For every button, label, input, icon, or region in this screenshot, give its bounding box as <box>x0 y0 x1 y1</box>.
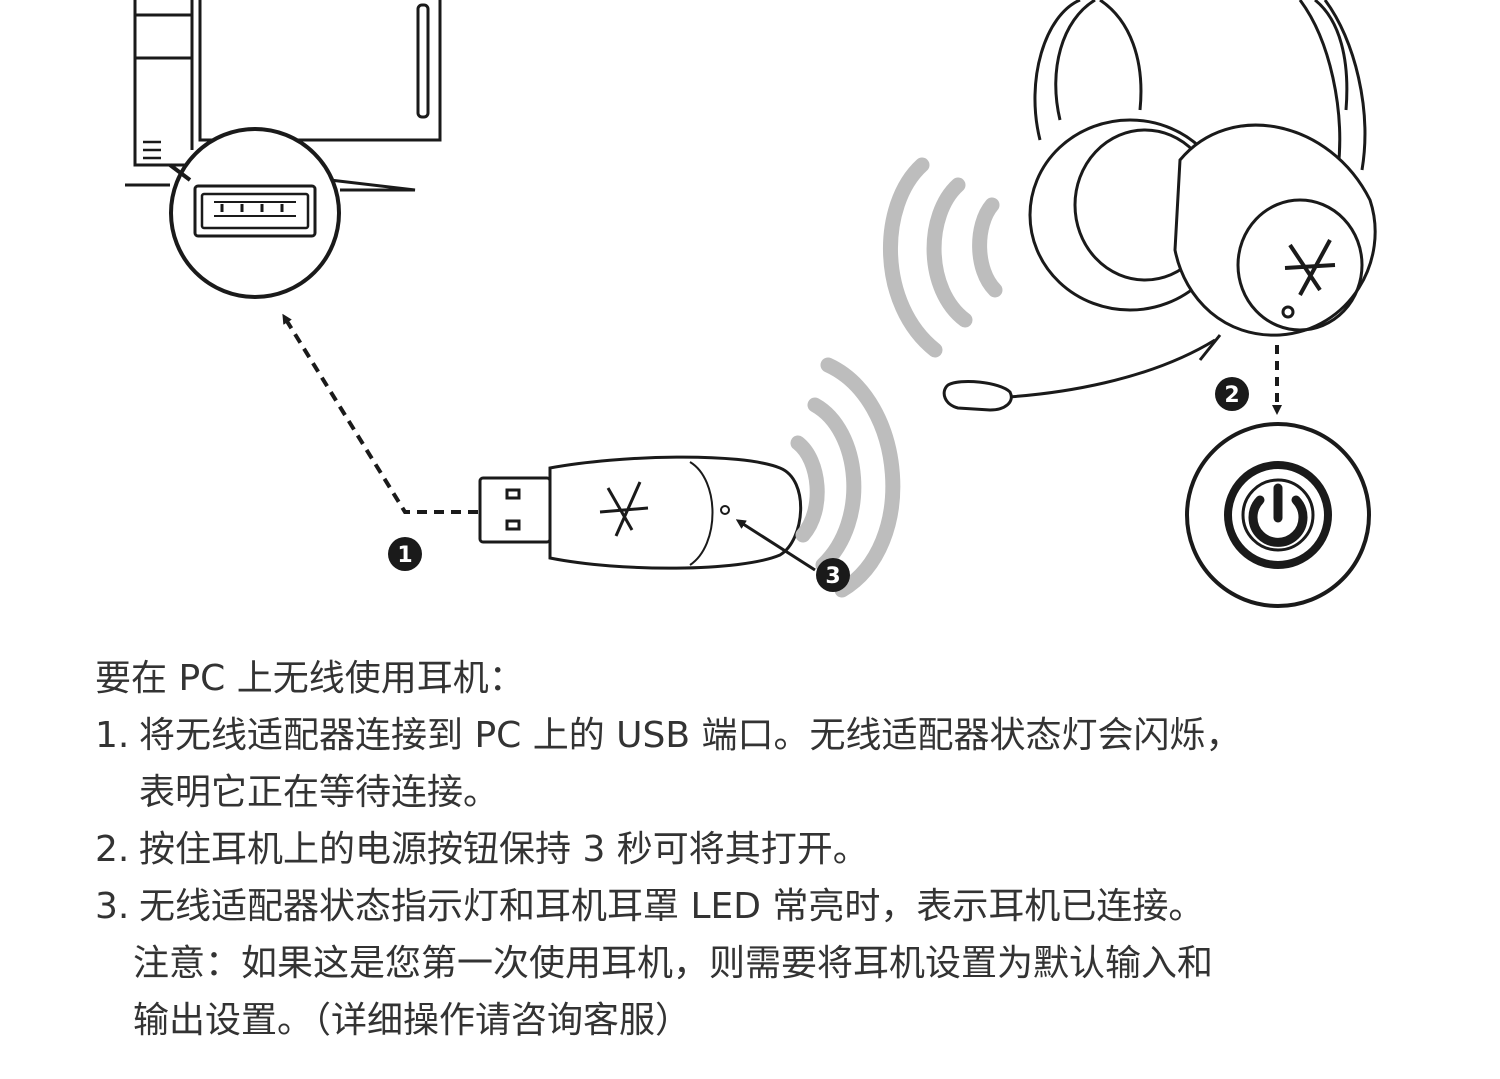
instructions-block: 要在 PC 上无线使用耳机： 1. 将无线适配器连接到 PC 上的 USB 端口… <box>95 650 1475 1049</box>
usb-dongle <box>478 455 803 570</box>
step-1: 1. 将无线适配器连接到 PC 上的 USB 端口。无线适配器状态灯会闪烁， <box>95 707 1475 764</box>
step-2-number: 2. <box>95 829 130 870</box>
svg-text:1: 1 <box>397 543 412 568</box>
svg-text:2: 2 <box>1224 383 1239 408</box>
step-3-number: 3. <box>95 886 130 927</box>
step-1-text-line1: 将无线适配器连接到 PC 上的 USB 端口。无线适配器状态灯会闪烁， <box>139 715 1242 756</box>
note-line1: 注意：如果这是您第一次使用耳机，则需要将耳机设置为默认输入和 <box>133 943 1214 984</box>
hyperx-logo-headset <box>1284 239 1336 296</box>
step-3-text-line1: 无线适配器状态指示灯和耳机耳罩 LED 常亮时，表示耳机已连接。 <box>139 886 1205 927</box>
step-badge-2: 2 <box>1215 377 1249 411</box>
step-3: 3. 无线适配器状态指示灯和耳机耳罩 LED 常亮时，表示耳机已连接。 <box>95 878 1475 935</box>
setup-illustration: 1 2 3 <box>125 0 1377 608</box>
arrow-connect-dongle <box>282 313 478 514</box>
usb-port-zoom <box>168 127 341 299</box>
step-badge-3: 3 <box>816 558 850 592</box>
wireless-waves-headset <box>883 157 1003 358</box>
hyperx-logo-dongle <box>599 481 649 537</box>
instructions-heading: 要在 PC 上无线使用耳机： <box>95 658 525 699</box>
step-1-text-line2: 表明它正在等待连接。 <box>139 772 500 813</box>
note-line2: 输出设置。（详细操作请咨询客服） <box>133 1000 692 1041</box>
svg-text:3: 3 <box>825 564 840 589</box>
step-badge-1: 1 <box>388 537 422 571</box>
headset <box>942 0 1377 412</box>
power-icon <box>1248 483 1308 547</box>
step-1-number: 1. <box>95 715 130 756</box>
arrow-led-indicator <box>735 519 816 572</box>
wireless-waves-dongle <box>790 357 901 598</box>
step-2: 2. 按住耳机上的电源按钮保持 3 秒可将其打开。 <box>95 821 1475 878</box>
step-2-text-line1: 按住耳机上的电源按钮保持 3 秒可将其打开。 <box>139 829 869 870</box>
